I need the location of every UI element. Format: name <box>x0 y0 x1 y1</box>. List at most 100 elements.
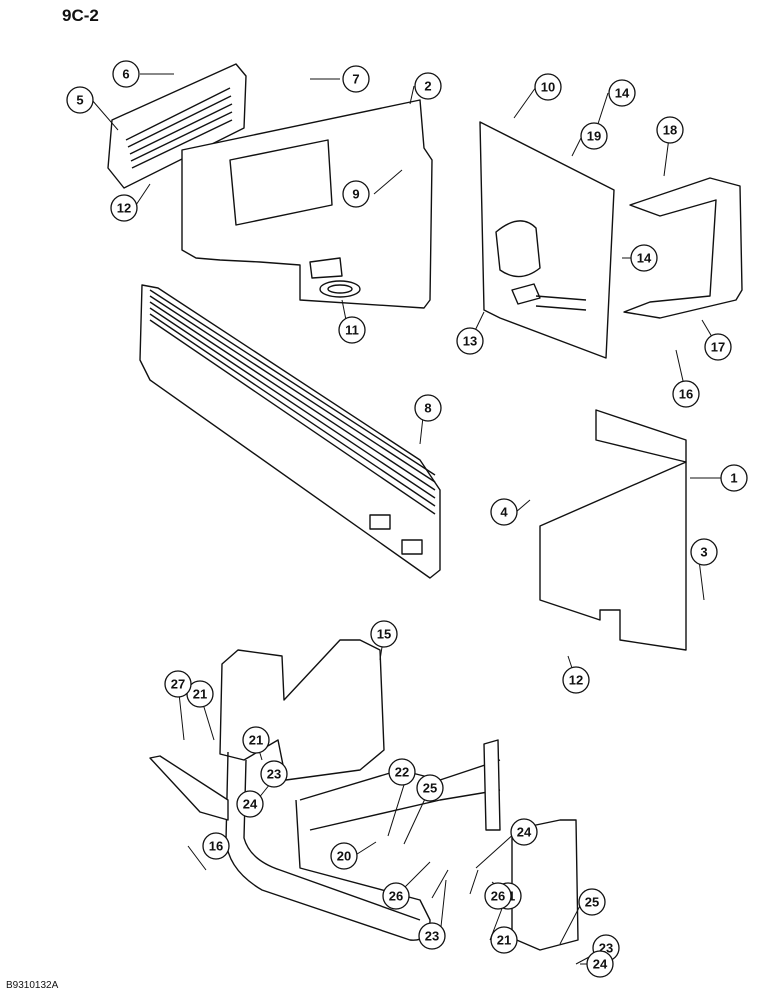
callout-circle <box>242 726 270 754</box>
callout-label: 23 <box>267 767 281 782</box>
callout-circle <box>562 666 590 694</box>
part-firewall-panel <box>479 121 615 359</box>
callout-label: 24 <box>243 797 258 812</box>
callout-circle <box>490 926 518 954</box>
callout-label: 12 <box>569 673 583 688</box>
callout-23: 23 <box>260 760 288 788</box>
callout-circle <box>608 79 636 107</box>
callout-circle <box>330 842 358 870</box>
callout-14: 14 <box>630 244 658 272</box>
callout-17: 17 <box>704 333 732 361</box>
callout-circle <box>630 244 658 272</box>
callout-20: 20 <box>330 842 358 870</box>
callout-circle <box>342 65 370 93</box>
callout-24: 24 <box>236 790 264 818</box>
callout-21: 21 <box>490 926 518 954</box>
callout-circle <box>510 818 538 846</box>
callout-label: 6 <box>122 67 129 82</box>
callout-label: 26 <box>491 889 505 904</box>
callout-25: 25 <box>416 774 444 802</box>
callout-circle <box>66 86 94 114</box>
figure-code: B9310132A <box>6 980 59 991</box>
callout-label: 8 <box>424 401 431 416</box>
callout-circle <box>720 464 748 492</box>
callout-12: 12 <box>110 194 138 222</box>
callout-19: 19 <box>580 122 608 150</box>
callout-label: 24 <box>517 825 532 840</box>
callout-circle <box>112 60 140 88</box>
part-bracket <box>623 177 743 319</box>
callout-circle <box>236 790 264 818</box>
callout-circle <box>586 950 614 978</box>
callout-label: 3 <box>700 545 707 560</box>
callout-label: 21 <box>193 687 207 702</box>
callout-12: 12 <box>562 666 590 694</box>
callout-circle <box>704 333 732 361</box>
callout-circle <box>690 538 718 566</box>
callout-label: 4 <box>500 505 508 520</box>
callout-circle <box>202 832 230 860</box>
callout-25: 25 <box>578 888 606 916</box>
callout-24: 24 <box>586 950 614 978</box>
callout-circle <box>534 73 562 101</box>
callout-circle <box>164 670 192 698</box>
callout-circle <box>578 888 606 916</box>
callout-label: 9 <box>352 187 359 202</box>
callout-label: 7 <box>352 72 359 87</box>
callout-label: 15 <box>377 627 391 642</box>
callout-5: 5 <box>66 86 94 114</box>
callout-circle <box>418 922 446 950</box>
callout-21: 21 <box>242 726 270 754</box>
callout-label: 10 <box>541 80 555 95</box>
callout-10: 10 <box>534 73 562 101</box>
callout-18: 18 <box>656 116 684 144</box>
callout-2: 2 <box>414 72 442 100</box>
callout-26: 26 <box>484 882 512 910</box>
callout-16: 16 <box>202 832 230 860</box>
callout-label: 2 <box>424 79 431 94</box>
callout-circle <box>260 760 288 788</box>
callout-circle <box>456 327 484 355</box>
callout-label: 25 <box>585 895 599 910</box>
callout-15: 15 <box>370 620 398 648</box>
callout-21: 21 <box>186 680 214 708</box>
callout-label: 18 <box>663 123 677 138</box>
callout-8: 8 <box>414 394 442 422</box>
callout-26: 26 <box>382 882 410 910</box>
callout-9: 9 <box>342 180 370 208</box>
part-side-panel-right <box>539 409 687 651</box>
callout-6: 6 <box>112 60 140 88</box>
callout-label: 19 <box>587 129 601 144</box>
callout-23: 23 <box>418 922 446 950</box>
callout-label: 13 <box>463 334 477 349</box>
callout-label: 1 <box>730 471 737 486</box>
callout-label: 26 <box>389 889 403 904</box>
callout-label: 22 <box>395 765 409 780</box>
part-grille <box>107 63 247 189</box>
callout-3: 3 <box>690 538 718 566</box>
callout-11: 11 <box>338 316 366 344</box>
callout-1: 1 <box>720 464 748 492</box>
callout-circle <box>490 498 518 526</box>
callout-circle <box>388 758 416 786</box>
callout-label: 16 <box>679 387 693 402</box>
callout-label: 5 <box>76 93 83 108</box>
callout-label: 20 <box>337 849 351 864</box>
callout-label: 25 <box>423 781 437 796</box>
callout-circle <box>342 180 370 208</box>
callout-label: 14 <box>637 251 652 266</box>
callout-label: 17 <box>711 340 725 355</box>
callout-16: 16 <box>672 380 700 408</box>
callout-7: 7 <box>342 65 370 93</box>
callout-label: 16 <box>209 839 223 854</box>
part-side-panel-left <box>181 99 433 309</box>
callout-label: 12 <box>117 201 131 216</box>
callout-22: 22 <box>388 758 416 786</box>
callout-circle <box>110 194 138 222</box>
callout-label: 24 <box>593 957 608 972</box>
callout-circle <box>414 72 442 100</box>
callout-label: 14 <box>615 86 630 101</box>
